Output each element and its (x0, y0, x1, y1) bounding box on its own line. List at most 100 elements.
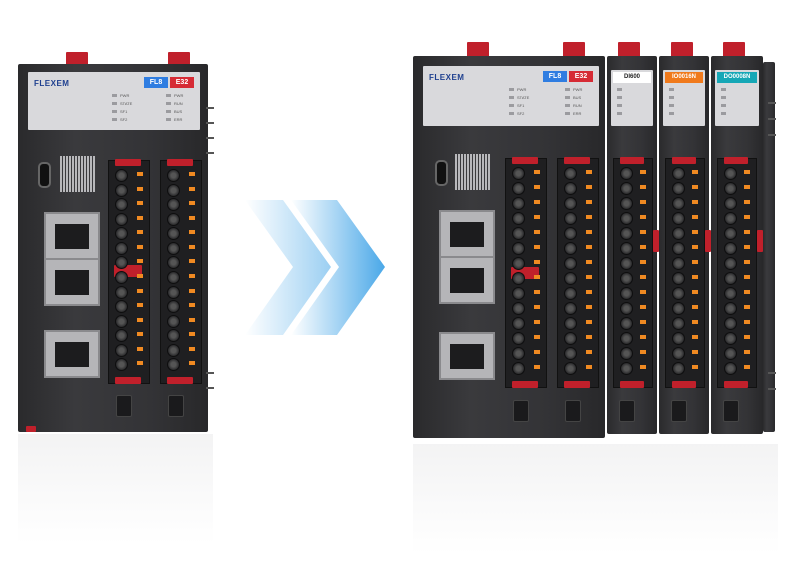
terminal-screw (564, 332, 577, 345)
terminal-release-tab (137, 303, 143, 308)
terminal-screw (672, 287, 685, 300)
terminal-release-tab (744, 170, 750, 174)
led-label: BUS (174, 109, 183, 114)
terminal-release-tab (692, 245, 698, 249)
terminal-release-tab (692, 260, 698, 264)
terminal-screw (724, 287, 737, 300)
terminal-release-tab (744, 335, 750, 339)
led-indicator (112, 118, 117, 121)
terminal-release-tab (692, 230, 698, 234)
terminal-release-tab (640, 350, 646, 354)
terminal-release-tab (534, 290, 540, 294)
terminal-release-tab (534, 260, 540, 264)
module-label: IO0016N (663, 70, 705, 126)
terminal-screw (564, 167, 577, 180)
led-label: PWR (120, 93, 130, 98)
led-label: SF2 (120, 117, 128, 122)
terminal-screw (167, 343, 180, 357)
terminal-screw (724, 302, 737, 315)
terminal-screw (167, 212, 180, 226)
terminal-release-tab (692, 350, 698, 354)
terminal-screw (672, 302, 685, 315)
terminal-screw (167, 227, 180, 241)
terminal-release-tab (744, 275, 750, 279)
terminal-block (557, 157, 599, 388)
terminal-screw (724, 242, 737, 255)
top-connector (168, 52, 190, 66)
terminal-release-tab (692, 320, 698, 324)
terminal-screw (512, 257, 525, 270)
terminal-screw (167, 198, 180, 212)
release-latch (723, 400, 739, 422)
terminal-screw (672, 317, 685, 330)
terminal-screw (672, 242, 685, 255)
terminal-release-tab (189, 172, 195, 176)
front-label: FLEXEM FL8 E32 PWR STATE SF1 SF2 PWR RUN… (28, 72, 200, 130)
terminal-screw (564, 317, 577, 330)
terminal-release-tab (640, 185, 646, 189)
terminal-release-tab (534, 335, 540, 339)
terminal-release-tab (189, 346, 195, 351)
terminal-release-tab (640, 230, 646, 234)
terminal-release-tab (586, 215, 592, 219)
terminal-release-tab (137, 186, 143, 191)
terminal-release-tab (640, 320, 646, 324)
terminal-release-tab (189, 361, 195, 366)
terminal-screw (620, 347, 633, 360)
terminal-screw (724, 182, 737, 195)
terminal-screw (512, 287, 525, 300)
terminal-screw (620, 182, 633, 195)
qr-code (455, 154, 491, 190)
terminal-release-tab (189, 303, 195, 308)
terminal-release-tab (137, 244, 143, 249)
ethernet-port (439, 256, 495, 304)
ethernet-port (439, 332, 495, 380)
front-label: FLEXEM FL8 E32 PWR STATE SF1 SF2 PWR BUS… (423, 66, 599, 126)
terminal-release-tab (137, 317, 143, 322)
terminal-screw (620, 242, 633, 255)
led-label: ERR (174, 117, 183, 122)
terminal-release-tab (534, 245, 540, 249)
model-tag: E32 (170, 77, 194, 88)
led-label: SF1 (120, 109, 128, 114)
terminal-screw (512, 272, 525, 285)
terminal-release-tab (586, 275, 592, 279)
terminal-release-tab (137, 346, 143, 351)
terminal-release-tab (744, 245, 750, 249)
terminal-release-tab (189, 288, 195, 293)
terminal-release-tab (586, 305, 592, 309)
led-indicator (166, 94, 171, 97)
brand-logo: FLEXEM (34, 79, 70, 88)
terminal-release-tab (586, 260, 592, 264)
terminal-screw (564, 362, 577, 375)
terminal-screw (115, 212, 128, 226)
terminal-screw (724, 212, 737, 225)
led-label: SF1 (517, 103, 525, 108)
terminal-screw (724, 317, 737, 330)
terminal-screw (620, 302, 633, 315)
terminal-release-tab (137, 361, 143, 366)
led-label: PWR (174, 93, 184, 98)
terminal-release-tab (534, 215, 540, 219)
led-label: BUS (573, 95, 582, 100)
terminal-screw (620, 287, 633, 300)
terminal-release-tab (744, 215, 750, 219)
terminal-screw (115, 183, 128, 197)
terminal-screw (512, 302, 525, 315)
led-indicator (166, 110, 171, 113)
terminal-screw (672, 197, 685, 210)
terminal-screw (115, 329, 128, 343)
terminal-release-tab (137, 230, 143, 235)
terminal-screw (512, 347, 525, 360)
terminal-release-tab (640, 245, 646, 249)
terminal-release-tab (692, 275, 698, 279)
terminal-screw (564, 302, 577, 315)
model-tag: FL8 (543, 71, 567, 82)
terminal-screw (167, 300, 180, 314)
terminal-screw (724, 257, 737, 270)
terminal-screw (167, 271, 180, 284)
terminal-screw (167, 358, 180, 372)
terminal-release-tab (640, 275, 646, 279)
terminal-release-tab (534, 350, 540, 354)
led-label: ERR (573, 111, 582, 116)
